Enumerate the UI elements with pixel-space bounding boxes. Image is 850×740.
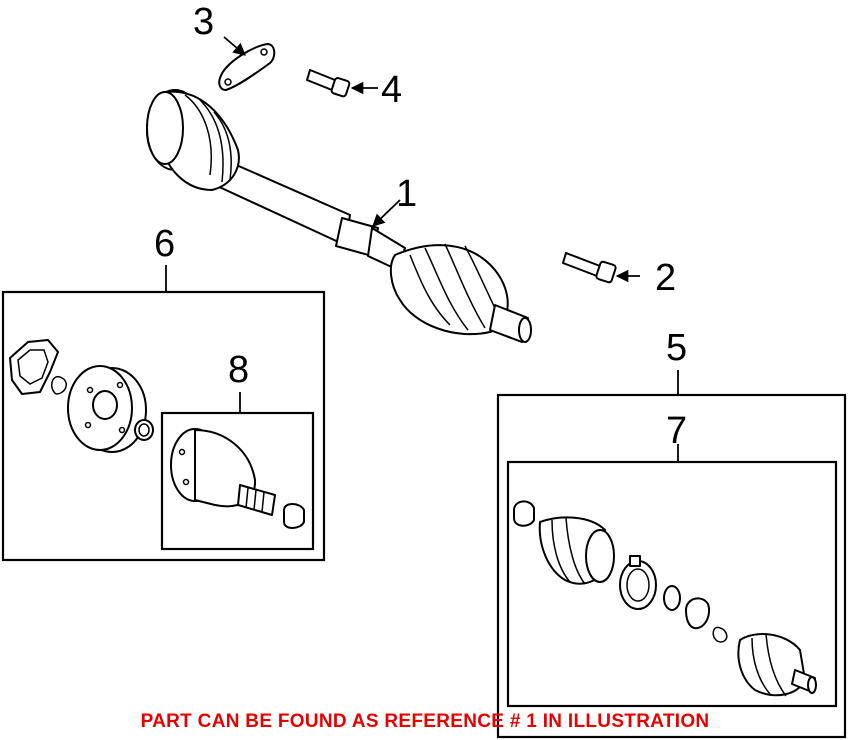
leader-lines xyxy=(165,36,679,462)
box-6-parts xyxy=(9,339,154,453)
reference-note: PART CAN BE FOUND AS REFERENCE # 1 IN IL… xyxy=(140,711,710,732)
bolt-small xyxy=(306,69,351,98)
callout-8: 8 xyxy=(228,349,249,391)
box-7 xyxy=(506,460,838,708)
gasket-plate xyxy=(218,43,276,91)
box-8 xyxy=(160,411,315,551)
outer-cv-boot xyxy=(389,243,532,343)
box-5 xyxy=(496,393,847,739)
box-8-parts xyxy=(170,428,305,529)
callout-4: 4 xyxy=(381,69,402,111)
callout-2: 2 xyxy=(655,257,676,299)
axle-shaft-assembly xyxy=(146,89,532,343)
inner-cv-boot xyxy=(146,89,240,191)
callout-6: 6 xyxy=(154,223,175,265)
callout-5: 5 xyxy=(666,327,687,369)
callout-1: 1 xyxy=(396,173,417,215)
callout-7: 7 xyxy=(666,410,687,452)
box-6 xyxy=(1,290,326,562)
callout-3: 3 xyxy=(193,1,214,43)
bolt-long xyxy=(562,252,617,284)
box-7-parts xyxy=(513,500,817,697)
